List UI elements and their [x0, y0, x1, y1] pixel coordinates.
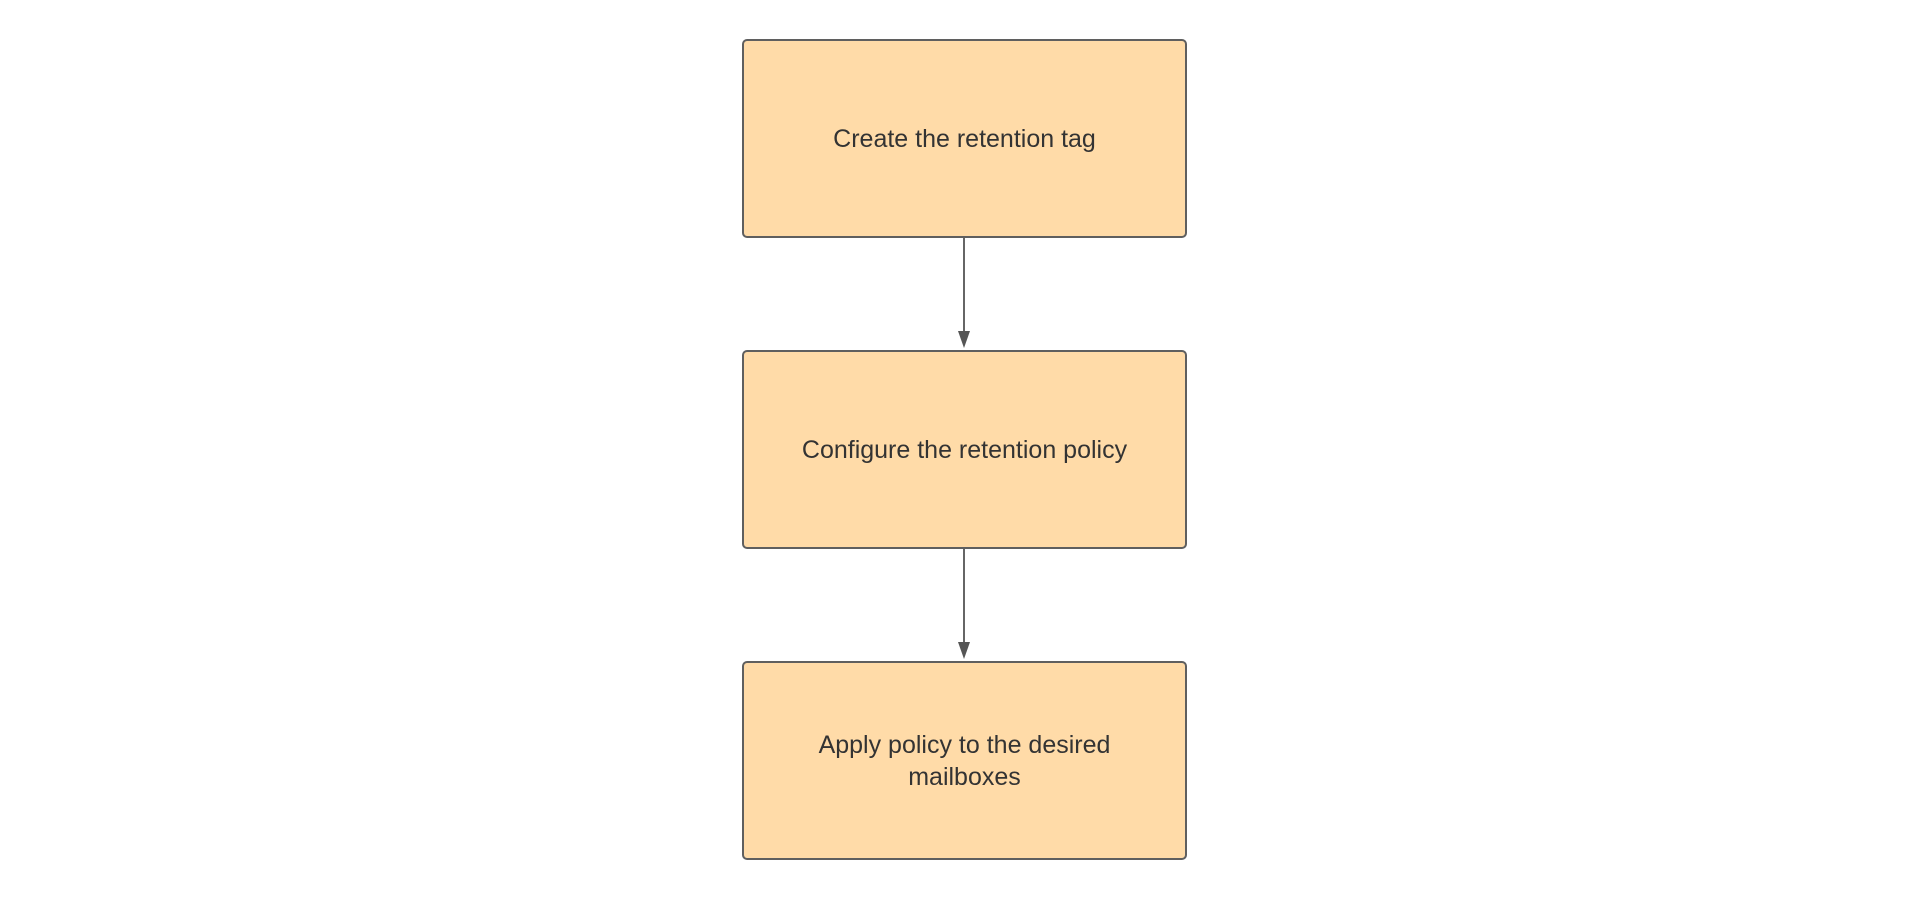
connector-step1-to-step2: [958, 238, 970, 348]
step-configure-retention-policy: Configure the retention policy: [742, 350, 1187, 549]
step-label: Create the retention tag: [833, 124, 1096, 153]
connector-step2-to-step3: [958, 549, 970, 659]
step-apply-policy: Apply policy to the desired mailboxes: [742, 661, 1187, 860]
step-create-retention-tag: Create the retention tag: [742, 39, 1187, 238]
step-label: Configure the retention policy: [801, 435, 1128, 464]
arrowhead-icon: [958, 642, 970, 659]
step-label: Apply policy to the desired mailboxes: [818, 730, 1111, 791]
arrowhead-icon: [958, 331, 970, 348]
